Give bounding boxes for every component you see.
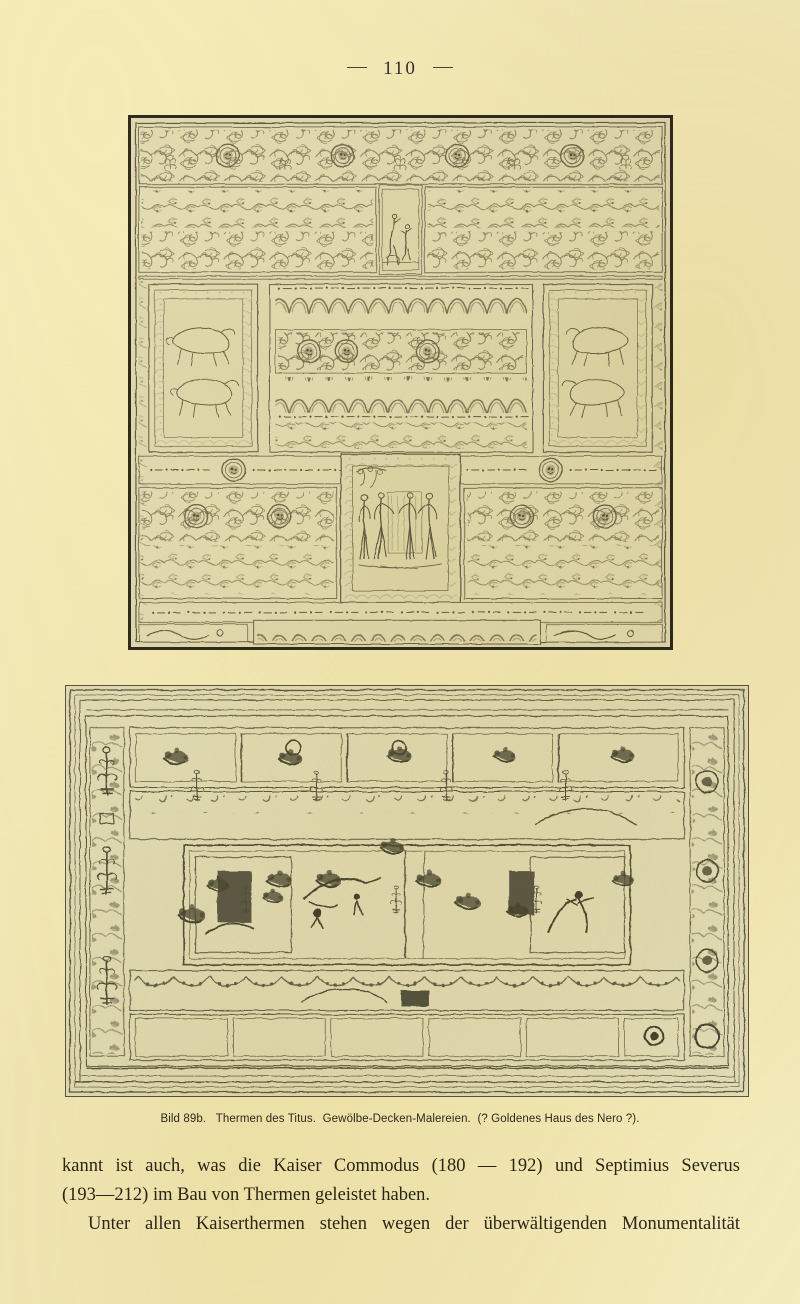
- folio-rule-right: [432, 66, 453, 69]
- page-folio: 110: [0, 58, 800, 80]
- figure-caption: Bild 89b. Thermen des Titus. Gewölbe-Dec…: [0, 1113, 800, 1125]
- caption-gap-1: [206, 1113, 216, 1125]
- upper-plate-artwork: [131, 118, 670, 647]
- figure-lower-plate: [65, 685, 749, 1097]
- caption-title: Gewölbe-Decken-Malereien.: [322, 1113, 471, 1125]
- caption-subject: Thermen des Titus.: [215, 1113, 317, 1125]
- paragraph-1-line-2: (193—212) im Bau von Thermen geleistet h…: [62, 1185, 431, 1205]
- caption-figure-label: Bild 89b.: [160, 1113, 207, 1125]
- body-text: kannt ist auch, was die Kaiser Commodus …: [62, 1152, 740, 1239]
- paragraph-1: kannt ist auch, was die Kaiser Commodus …: [62, 1152, 740, 1210]
- paragraph-2-line-1: Unter allen Kaiserthermen stehen wegen d…: [88, 1214, 740, 1234]
- folio-rule-left: [347, 66, 368, 69]
- figure-upper-plate: [128, 115, 673, 650]
- paragraph-2: Unter allen Kaiserthermen stehen wegen d…: [62, 1210, 740, 1239]
- caption-note: (? Goldenes Haus des Nero ?).: [477, 1113, 640, 1125]
- paragraph-1-line-1: kannt ist auch, was die Kaiser Commodus …: [62, 1156, 740, 1176]
- caption-gap-2: [316, 1113, 323, 1125]
- page-number: 110: [383, 58, 417, 79]
- lower-plate-artwork: [66, 686, 748, 1096]
